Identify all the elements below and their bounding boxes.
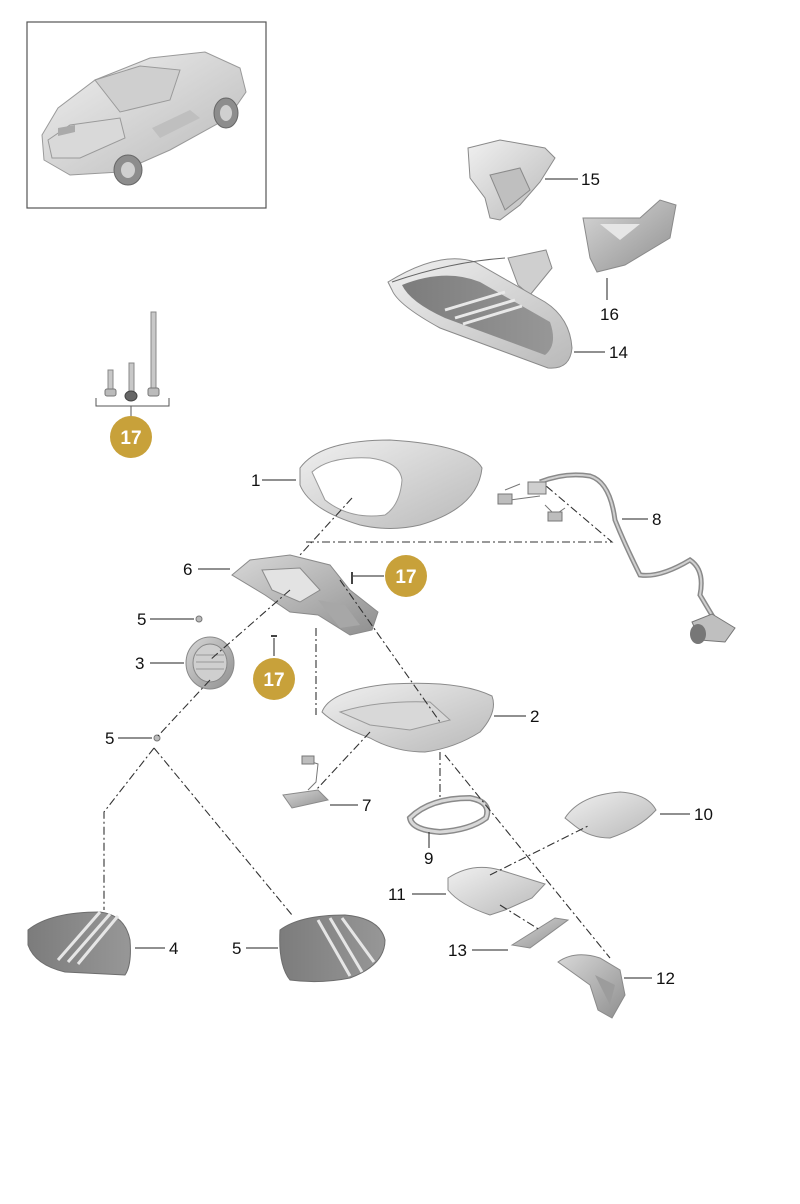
part-15-mount-cover: [467, 139, 556, 221]
svg-text:17: 17: [120, 428, 141, 449]
callout-8: 8: [652, 510, 661, 529]
part-10-cover-trim: [564, 791, 657, 839]
callout-5-lower: 5: [232, 939, 241, 958]
part-7-puddle-light: [282, 755, 329, 809]
part-4-mirror-glass: [27, 911, 131, 976]
part-5-screw-upper: [195, 615, 203, 623]
part-8-wiring-harness: [497, 472, 736, 644]
assembly-lines: [103, 484, 614, 959]
part-9-gasket: [406, 794, 491, 836]
part-5-mirror-glass: [279, 914, 386, 983]
badge-17-motor: 17: [253, 658, 295, 700]
part-13-trim-strip: [510, 917, 570, 949]
callout-16: 16: [600, 305, 619, 324]
callout-4: 4: [169, 939, 178, 958]
callout-13: 13: [448, 941, 467, 960]
car-illustration: [41, 51, 247, 186]
part-12-bracket: [557, 954, 626, 1019]
part-5-screw-middle: [153, 734, 161, 742]
part-1-housing-shell: [299, 439, 483, 529]
badge-17-screws: 17: [110, 416, 152, 458]
callout-11: 11: [388, 885, 406, 904]
vehicle-thumbnail: [26, 21, 267, 209]
callout-9: 9: [424, 849, 433, 868]
callout-5-middle: 5: [105, 729, 114, 748]
callout-2: 2: [530, 707, 539, 726]
part-14-rearview-mirror: [387, 249, 573, 369]
part-2-lower-shell: [321, 682, 494, 753]
badge-17-bracket: 17: [385, 555, 427, 597]
svg-text:17: 17: [395, 567, 416, 588]
callout-1: 1: [251, 471, 260, 490]
callout-12: 12: [656, 969, 675, 988]
screws-group: [95, 311, 170, 418]
part-3-mirror-motor: [185, 636, 235, 690]
part-11-lower-cover: [447, 866, 546, 916]
callout-5-upper: 5: [137, 610, 146, 629]
callout-10: 10: [694, 805, 713, 824]
callout-6: 6: [183, 560, 192, 579]
callout-15: 15: [581, 170, 600, 189]
callout-7: 7: [362, 796, 371, 815]
part-6-mirror-bracket: [231, 554, 379, 636]
callout-3: 3: [135, 654, 144, 673]
svg-text:17: 17: [263, 670, 284, 691]
callout-14: 14: [609, 343, 628, 362]
part-16-cover: [582, 199, 677, 273]
